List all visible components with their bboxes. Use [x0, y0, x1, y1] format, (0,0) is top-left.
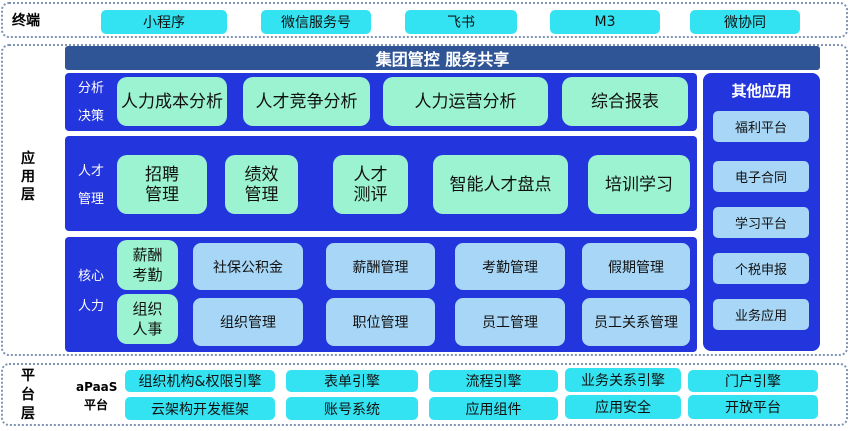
platform-item[interactable]: 门户引擎	[688, 370, 818, 392]
terminal-item[interactable]: 微信服务号	[261, 10, 371, 34]
platform-item[interactable]: 账号系统	[286, 397, 418, 420]
platform-layer	[1, 363, 848, 426]
analysis-item[interactable]: 人力运营分析	[383, 77, 548, 126]
talent-label: 人才管理	[77, 164, 104, 207]
talent-item[interactable]: 绩效管理	[225, 155, 298, 214]
other-app-item[interactable]: 福利平台	[713, 111, 809, 142]
core-item[interactable]: 社保公积金	[193, 243, 303, 290]
terminal-item[interactable]: 微协同	[690, 10, 800, 34]
analysis-item[interactable]: 人才竞争分析	[243, 77, 370, 126]
core-item[interactable]: 考勤管理	[455, 243, 565, 290]
core-label: 核心人力	[77, 269, 104, 314]
core-item[interactable]: 员工管理	[455, 298, 565, 346]
core-item[interactable]: 员工关系管理	[582, 298, 690, 346]
other-app-item[interactable]: 业务应用	[713, 299, 809, 330]
talent-item[interactable]: 智能人才盘点	[433, 155, 568, 214]
core-item[interactable]: 职位管理	[326, 298, 435, 346]
analysis-item[interactable]: 人力成本分析	[117, 77, 227, 126]
core-item[interactable]: 假期管理	[582, 243, 690, 290]
core-item[interactable]: 组织管理	[193, 298, 303, 346]
talent-item[interactable]: 人才测评	[333, 155, 408, 214]
analysis-item[interactable]: 综合报表	[562, 77, 688, 126]
terminal-layer	[1, 2, 848, 38]
core-group[interactable]: 薪酬考勤	[117, 240, 178, 290]
terminal-item[interactable]: M3	[550, 10, 660, 34]
platform-item[interactable]: 流程引擎	[429, 370, 558, 392]
platform-item[interactable]: 开放平台	[688, 395, 818, 419]
terminal-item[interactable]: 飞书	[405, 10, 517, 34]
platform-item[interactable]: 云架构开发框架	[125, 397, 275, 420]
terminal-label: 终端	[12, 13, 40, 29]
core-item[interactable]: 薪酬管理	[326, 243, 435, 290]
other-app-item[interactable]: 学习平台	[713, 207, 809, 238]
platform-item[interactable]: 组织机构&权限引擎	[125, 370, 275, 392]
app-layer	[1, 44, 848, 356]
platform-item[interactable]: 业务关系引擎	[565, 368, 681, 392]
other-app-item[interactable]: 个税申报	[713, 253, 809, 284]
other-app-item[interactable]: 电子合同	[713, 161, 809, 192]
analysis-label: 分析决策	[77, 81, 104, 124]
platform-item[interactable]: 应用组件	[429, 397, 558, 420]
talent-item[interactable]: 培训学习	[588, 155, 690, 214]
platform-item[interactable]: 应用安全	[565, 395, 681, 419]
header-bar: 集团管控 服务共享	[65, 46, 820, 70]
platform-item[interactable]: 表单引擎	[286, 370, 418, 392]
core-group[interactable]: 组织人事	[117, 294, 178, 344]
talent-item[interactable]: 招聘管理	[117, 155, 207, 214]
apaas-label: aPaaS平台	[76, 380, 118, 412]
app-layer-label: 应用层	[21, 151, 35, 203]
terminal-item[interactable]: 小程序	[101, 10, 227, 34]
platform-label: 平台层	[21, 368, 35, 422]
other-apps-title: 其他应用	[731, 81, 792, 100]
